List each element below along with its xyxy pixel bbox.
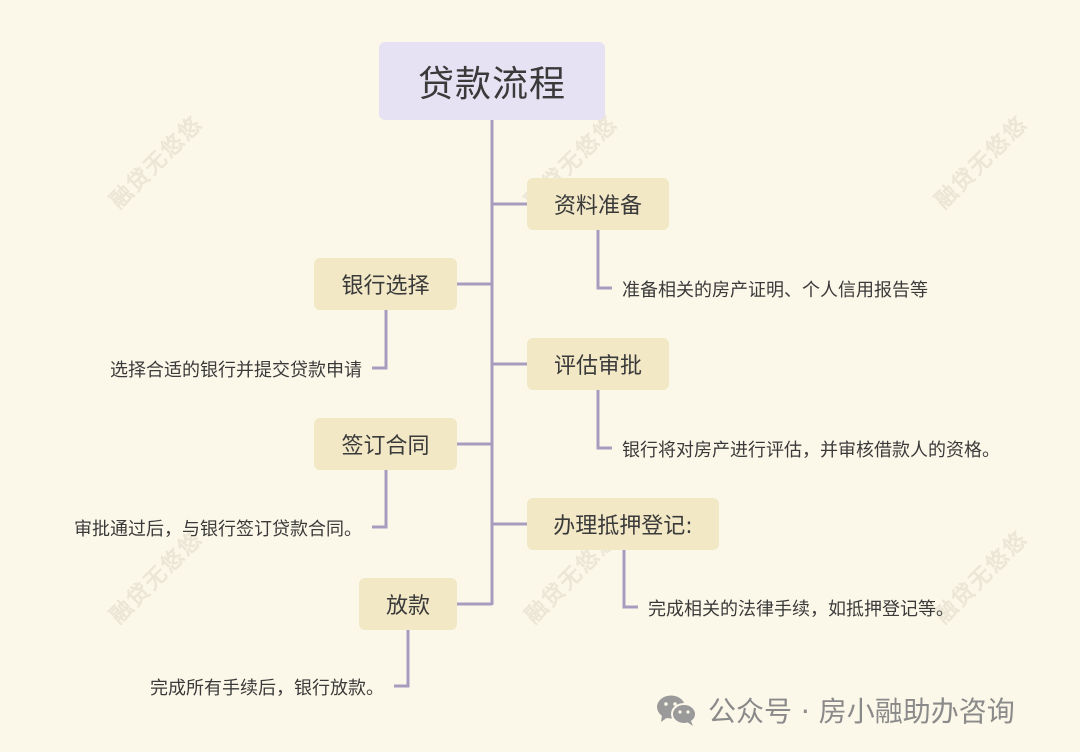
desc-line-2 <box>372 310 388 370</box>
step-desc-disbursement: 完成所有手续后，银行放款。 <box>150 678 384 699</box>
step-label: 评估审批 <box>553 354 642 379</box>
step-label: 银行选择 <box>341 274 430 299</box>
step-node-materials: 资料准备 <box>527 178 669 230</box>
root-title: 贷款流程 <box>417 64 566 105</box>
desc-line-1 <box>596 230 612 290</box>
footer-account: 公众号 · 房小融助办咨询 <box>656 690 1015 730</box>
step-label: 放款 <box>385 594 430 619</box>
step-desc-appraisal: 银行将对房产进行评估，并审核借款人的资格。 <box>622 440 1000 461</box>
footer-text: 公众号 · 房小融助办咨询 <box>708 695 1015 728</box>
step-desc-materials: 准备相关的房产证明、个人信用报告等 <box>622 280 928 301</box>
step-node-contract: 签订合同 <box>314 418 457 470</box>
step-label: 签订合同 <box>341 434 430 459</box>
wechat-icon <box>657 695 697 726</box>
step-label: 办理抵押登记: <box>553 514 693 539</box>
step-node-appraisal: 评估审批 <box>527 338 669 390</box>
step-node-mortgage-registration: 办理抵押登记: <box>527 498 719 550</box>
desc-line-3 <box>596 390 612 450</box>
step-desc-contract: 审批通过后，与银行签订贷款合同。 <box>74 519 362 540</box>
desc-line-5 <box>622 550 638 609</box>
step-desc-mortgage-registration: 完成相关的法律手续，如抵押登记等。 <box>648 599 954 620</box>
desc-line-4 <box>372 470 388 529</box>
step-node-disbursement: 放款 <box>359 578 457 630</box>
desc-line-6 <box>394 630 410 688</box>
step-label: 资料准备 <box>553 194 642 219</box>
step-node-bank-selection: 银行选择 <box>314 258 457 310</box>
step-desc-bank-selection: 选择合适的银行并提交贷款申请 <box>110 360 362 381</box>
root-node: 贷款流程 <box>379 42 605 120</box>
